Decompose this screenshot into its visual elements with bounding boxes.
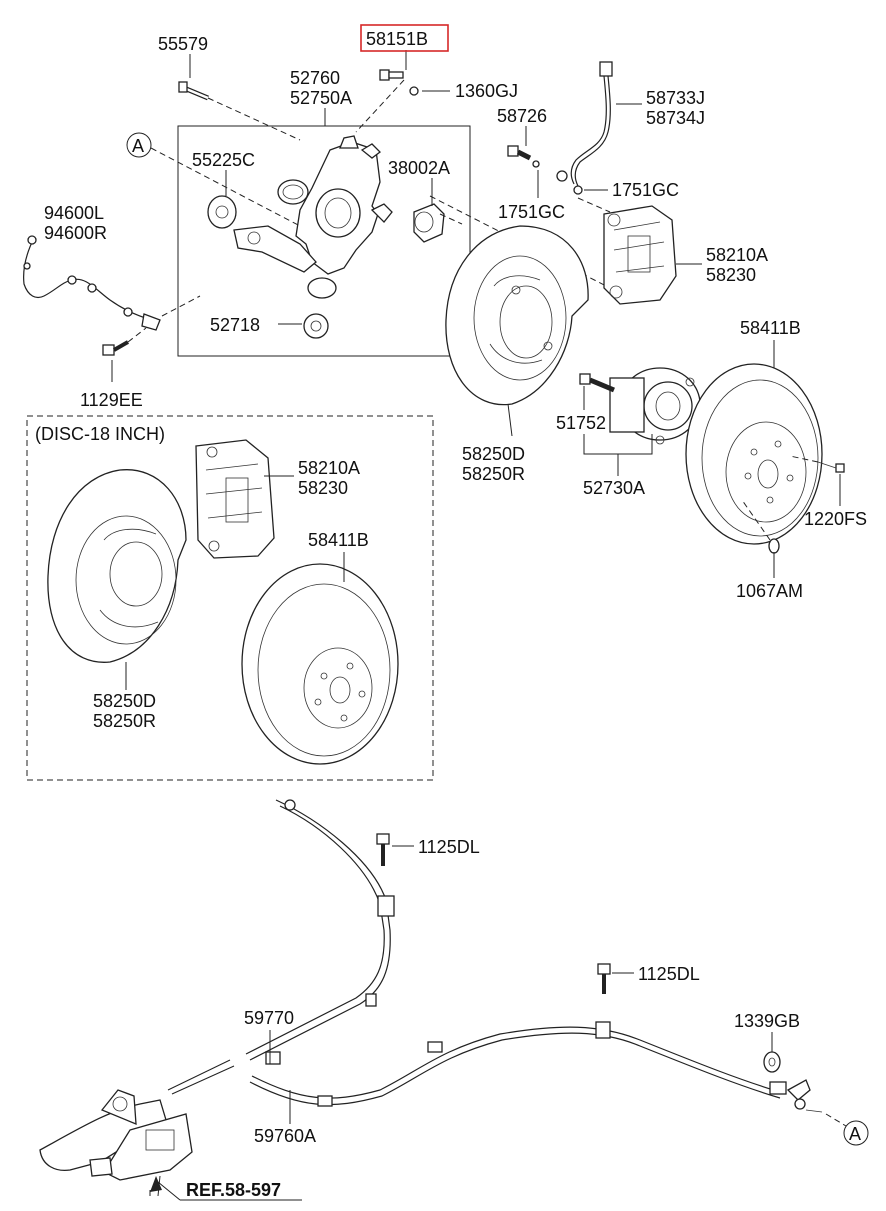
label-58210A-box: 58210A bbox=[298, 458, 360, 478]
label-58411B-box: 58411B bbox=[308, 530, 369, 550]
bushing-38002A bbox=[413, 203, 463, 243]
label-58151B: 58151B bbox=[366, 29, 428, 49]
label-58726: 58726 bbox=[497, 106, 547, 126]
label-disc-18-inch: (DISC-18 INCH) bbox=[35, 424, 165, 444]
label-1360GJ: 1360GJ bbox=[455, 81, 518, 101]
highlight-box-58151B bbox=[360, 24, 449, 52]
bushing-55225C bbox=[207, 179, 309, 229]
label-94600R: 94600R bbox=[44, 223, 107, 243]
backing-plate-58250D-box bbox=[47, 469, 187, 663]
label-38002A: 38002A bbox=[388, 158, 450, 178]
abs-sensor-94600L bbox=[23, 235, 201, 331]
bolt-1125DL-lower bbox=[597, 963, 611, 994]
backing-plate-58250D-top bbox=[445, 225, 589, 406]
label-59770: 59770 bbox=[244, 1008, 294, 1028]
label-94600L: 94600L bbox=[44, 203, 104, 223]
caliper-58210A-top bbox=[603, 205, 677, 305]
knuckle-group-box bbox=[177, 125, 471, 357]
parking-cable-upper bbox=[245, 799, 395, 1065]
label-55579: 55579 bbox=[158, 34, 208, 54]
bolt-58726 bbox=[507, 145, 540, 168]
label-1067AM: 1067AM bbox=[736, 581, 803, 601]
rotor-58411B-box bbox=[241, 563, 399, 765]
parking-brake-lever bbox=[39, 1059, 235, 1197]
label-58230-box: 58230 bbox=[298, 478, 348, 498]
label-58250D-top: 58250D bbox=[462, 444, 525, 464]
label-52760: 52760 bbox=[290, 68, 340, 88]
label-52750A: 52750A bbox=[290, 88, 352, 108]
label-1339GB: 1339GB bbox=[734, 1011, 800, 1031]
leader-lines bbox=[111, 50, 841, 1124]
label-1220FS: 1220FS bbox=[804, 509, 867, 529]
screw-1220FS bbox=[789, 455, 845, 473]
label-59760A: 59760A bbox=[254, 1126, 316, 1146]
hub-52730A bbox=[609, 367, 701, 445]
bushing-52718 bbox=[303, 277, 337, 339]
disc-18-inch-box bbox=[26, 415, 434, 781]
label-52730A: 52730A bbox=[583, 478, 645, 498]
label-58250R-top: 58250R bbox=[462, 464, 525, 484]
bolt-51752 bbox=[579, 373, 615, 393]
label-58411B-top: 58411B bbox=[740, 318, 801, 338]
label-1125DL-lower: 1125DL bbox=[638, 964, 700, 984]
label-58734J: 58734J bbox=[646, 108, 705, 128]
brake-hose-58733J bbox=[556, 61, 613, 187]
washer-1751GC bbox=[573, 185, 583, 195]
label-1751GC-left: 1751GC bbox=[498, 202, 565, 222]
knuckle-52750A bbox=[233, 135, 393, 275]
rotor-58411B-top bbox=[685, 363, 823, 545]
label-55225C: 55225C bbox=[192, 150, 255, 170]
caliper-58210A-box bbox=[195, 439, 275, 559]
bolt-1125DL-upper bbox=[376, 833, 390, 866]
label-58210A-top: 58210A bbox=[706, 245, 768, 265]
label-51752: 51752 bbox=[556, 413, 606, 433]
grommet-1339GB bbox=[763, 1051, 781, 1073]
ref-arrow bbox=[150, 1176, 302, 1201]
callout-a-bottom: A bbox=[825, 1113, 869, 1146]
parking-cable-lower bbox=[249, 1021, 823, 1113]
label-58250D-box: 58250D bbox=[93, 691, 156, 711]
label-58250R-box: 58250R bbox=[93, 711, 156, 731]
label-1125DL-upper: 1125DL bbox=[418, 837, 480, 857]
callout-a-top-label: A bbox=[132, 136, 144, 156]
callout-a-bottom-label: A bbox=[849, 1124, 861, 1144]
label-1129EE: 1129EE bbox=[80, 390, 143, 410]
label-1751GC-right: 1751GC bbox=[612, 180, 679, 200]
label-58230-top: 58230 bbox=[706, 265, 756, 285]
label-58733J: 58733J bbox=[646, 88, 705, 108]
bolt-55579 bbox=[178, 81, 301, 141]
label-52718: 52718 bbox=[210, 315, 260, 335]
bolt-1129EE bbox=[102, 327, 147, 356]
label-ref-58-597[interactable]: REF.58-597 bbox=[186, 1180, 281, 1200]
bolt-58151B bbox=[355, 69, 419, 133]
